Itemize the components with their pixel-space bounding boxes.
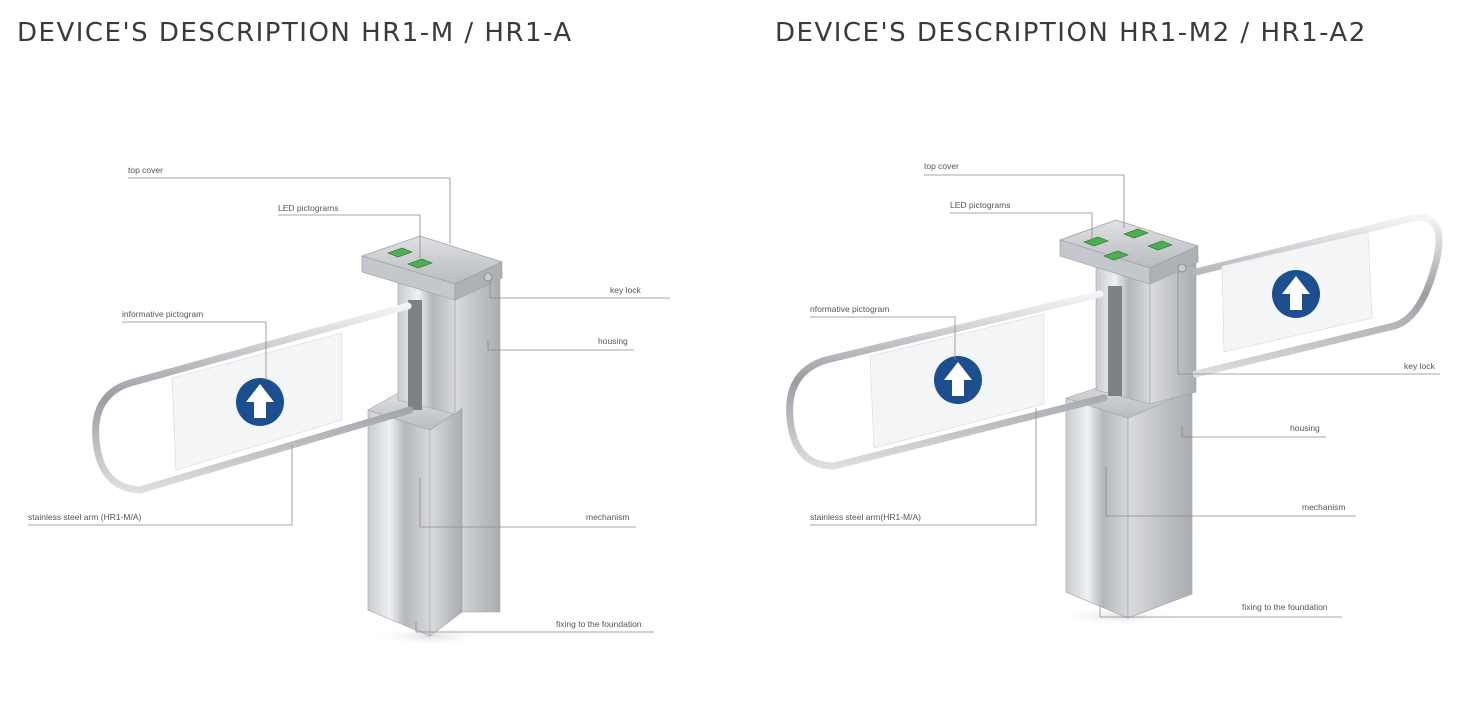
left-turnstile <box>92 235 503 646</box>
left-page-title: DEVICE'S DESCRIPTION HR1-M / HR1-A <box>17 18 573 48</box>
right-key-lock <box>1177 263 1187 273</box>
left-label-arm: stainless steel arm (HR1-M/A) <box>28 512 142 522</box>
left-led-pictogram-2 <box>407 258 433 269</box>
left-leaders <box>28 177 670 633</box>
left-label-informative-pictogram: informative pictogram <box>122 309 204 319</box>
right-led-pictogram-1 <box>1083 236 1109 247</box>
right-label-mechanism: mechanism <box>1302 502 1346 512</box>
left-housing <box>454 269 501 613</box>
right-leaders <box>810 174 1440 618</box>
right-turnstile <box>786 213 1443 626</box>
right-label-arm: stainless steel arm(HR1-M/A) <box>810 512 921 522</box>
right-led-pictogram-2 <box>1123 228 1149 239</box>
left-column <box>397 279 456 415</box>
right-arm-left <box>786 290 1108 470</box>
right-column <box>1095 265 1151 405</box>
left-key-lock <box>483 272 493 282</box>
left-label-top-cover: top cover <box>128 165 163 175</box>
left-arrow-up-icon <box>246 384 274 418</box>
left-label-key-lock: key lock <box>610 285 641 295</box>
right-label-led-pictograms: LED pictograms <box>950 200 1011 210</box>
right-led-pictogram-3 <box>1103 250 1129 261</box>
right-top-cover-side <box>1149 245 1199 285</box>
right-mechanism-front <box>1065 397 1129 619</box>
right-label-fixing: fixing to the foundation <box>1242 602 1328 612</box>
right-label-informative-pictogram: nformative pictogram <box>810 304 890 314</box>
left-label-housing: housing <box>598 336 628 346</box>
right-label-key-lock: key lock <box>1404 361 1435 371</box>
right-arrow-up-icon-right <box>1282 276 1310 310</box>
left-label-fixing: fixing to the foundation <box>556 619 642 629</box>
left-top-cover-side <box>454 261 503 301</box>
left-label-led-pictograms: LED pictograms <box>278 203 339 213</box>
right-page-title: DEVICE'S DESCRIPTION HR1-M2 / HR1-A2 <box>775 18 1367 48</box>
right-arrow-up-icon-left <box>944 362 972 396</box>
left-column-slot <box>408 300 422 410</box>
left-led-pictogram-1 <box>387 247 413 258</box>
left-mechanism-side <box>429 407 463 637</box>
right-label-housing: housing <box>1290 423 1320 433</box>
right-led-pictogram-4 <box>1147 240 1173 251</box>
right-arm-right <box>1192 213 1443 378</box>
right-floor-shadow <box>1058 606 1182 626</box>
right-mechanism-side <box>1127 389 1193 619</box>
left-arm <box>92 302 414 494</box>
right-column-slot <box>1108 286 1122 396</box>
right-label-top-cover: top cover <box>924 161 959 171</box>
left-label-mechanism: mechanism <box>586 512 630 522</box>
left-mechanism-front <box>367 409 431 637</box>
